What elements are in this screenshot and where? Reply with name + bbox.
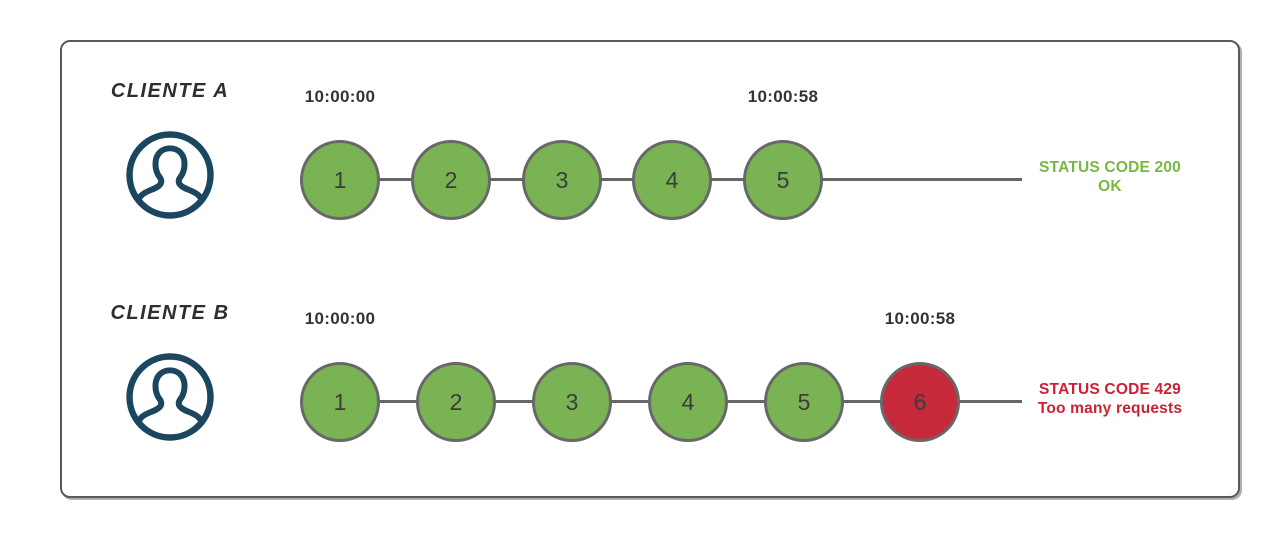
- request-number: 2: [444, 166, 458, 193]
- status-code-text: STATUS CODE 200: [1039, 159, 1181, 176]
- request-ok-circle: 3: [532, 362, 612, 442]
- request-ok-circle: 3: [522, 140, 602, 220]
- client-name: CLIENTE A: [110, 80, 230, 102]
- request-number: 3: [565, 388, 579, 415]
- request-blocked-circle: 6: [880, 362, 960, 442]
- request-number: 1: [333, 166, 347, 193]
- user-avatar-icon: [124, 129, 216, 221]
- request-ok-circle: 2: [416, 362, 496, 442]
- request-ok-circle: 5: [743, 140, 823, 220]
- client-name: CLIENTE B: [110, 302, 230, 324]
- request-ok-circle: 2: [411, 140, 491, 220]
- request-number: 5: [797, 388, 811, 415]
- request-number: 3: [555, 166, 569, 193]
- request-number: 1: [333, 388, 347, 415]
- start-timestamp: 10:00:00: [304, 309, 376, 328]
- end-timestamp: 10:00:58: [884, 309, 956, 328]
- status-code-text: STATUS CODE 429: [1039, 381, 1181, 398]
- request-ok-circle: 4: [632, 140, 712, 220]
- request-ok-circle: 4: [648, 362, 728, 442]
- request-number: 4: [665, 166, 679, 193]
- start-timestamp: 10:00:00: [304, 87, 376, 106]
- request-ok-circle: 1: [300, 140, 380, 220]
- end-timestamp: 10:00:58: [747, 87, 819, 106]
- request-number: 6: [913, 388, 927, 415]
- request-number: 5: [776, 166, 790, 193]
- client-row: CLIENTE B 10:00:00 10:00:58 1 2 3 4 5 6 STATUS CO…: [0, 284, 1280, 484]
- request-number: 2: [449, 388, 463, 415]
- user-avatar-icon: [124, 351, 216, 443]
- request-ok-circle: 5: [764, 362, 844, 442]
- request-number: 4: [681, 388, 695, 415]
- client-row: CLIENTE A 10:00:00 10:00:58 1 2 3 4 5 STATUS COD…: [0, 62, 1280, 262]
- status-message-text: Too many requests: [1037, 400, 1183, 417]
- status-message-text: OK: [1098, 178, 1122, 195]
- diagram-frame: [60, 40, 1240, 498]
- request-ok-circle: 1: [300, 362, 380, 442]
